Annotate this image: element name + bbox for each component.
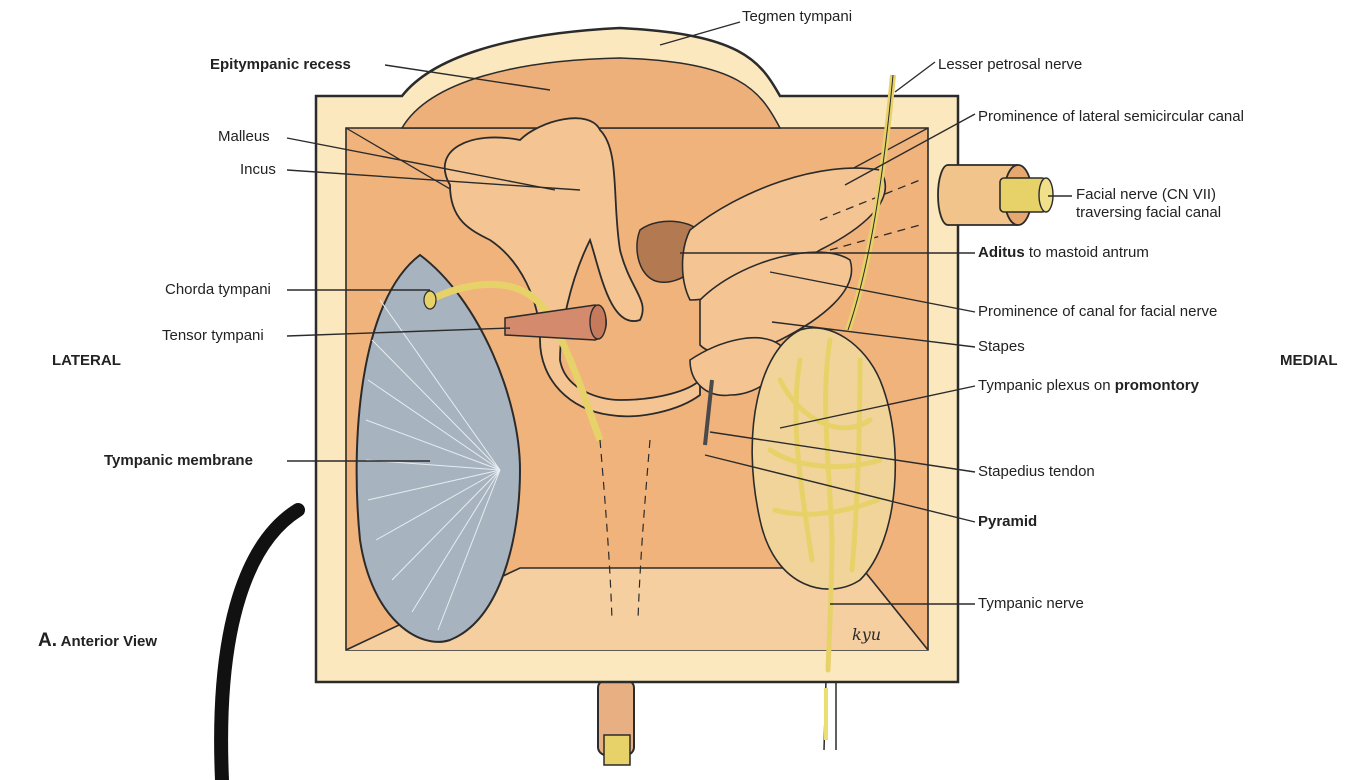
label-tympanic-plexus-prefix: Tympanic plexus on (978, 377, 1115, 394)
view-caption: A. Anterior View (38, 632, 157, 651)
label-pyramid: Pyramid (978, 513, 1037, 531)
label-tympanic-plexus-bold: promontory (1115, 377, 1199, 394)
label-prominence-canal-facial-nerve: Prominence of canal for facial nerve (978, 303, 1217, 321)
label-tympanic-membrane: Tympanic membrane (104, 452, 253, 470)
label-lesser-petrosal-nerve: Lesser petrosal nerve (938, 56, 1082, 74)
label-aditus: Aditus to mastoid antrum (978, 244, 1149, 262)
label-tympanic-nerve: Tympanic nerve (978, 595, 1084, 613)
label-incus: Incus (240, 161, 276, 179)
label-medial: MEDIAL (1280, 352, 1338, 370)
view-caption-letter: A. (38, 630, 57, 651)
view-caption-text: Anterior View (61, 633, 157, 650)
artist-signature: kyu (852, 625, 881, 644)
promontory (752, 328, 895, 589)
label-aditus-bold: Aditus (978, 244, 1025, 261)
label-malleus: Malleus (218, 128, 270, 146)
label-facial-nerve: Facial nerve (CN VII) traversing facial … (1076, 186, 1221, 222)
label-chorda-tympani: Chorda tympani (165, 281, 271, 299)
label-tympanic-plexus: Tympanic plexus on promontory (978, 377, 1199, 395)
external-canal-curve (221, 510, 298, 780)
label-aditus-rest: to mastoid antrum (1025, 244, 1149, 261)
label-tegmen-tympani: Tegmen tympani (742, 8, 852, 26)
label-epitympanic-recess: Epitympanic recess (210, 56, 351, 74)
label-prominence-lateral-semicircular-canal: Prominence of lateral semicircular canal (978, 108, 1244, 126)
label-lateral: LATERAL (52, 352, 121, 370)
label-tensor-tympani: Tensor tympani (162, 327, 264, 345)
label-stapedius-tendon: Stapedius tendon (978, 463, 1095, 481)
label-facial-nerve-line2: traversing facial canal (1076, 204, 1221, 222)
label-facial-nerve-line1: Facial nerve (CN VII) (1076, 186, 1221, 204)
label-stapes: Stapes (978, 338, 1025, 356)
